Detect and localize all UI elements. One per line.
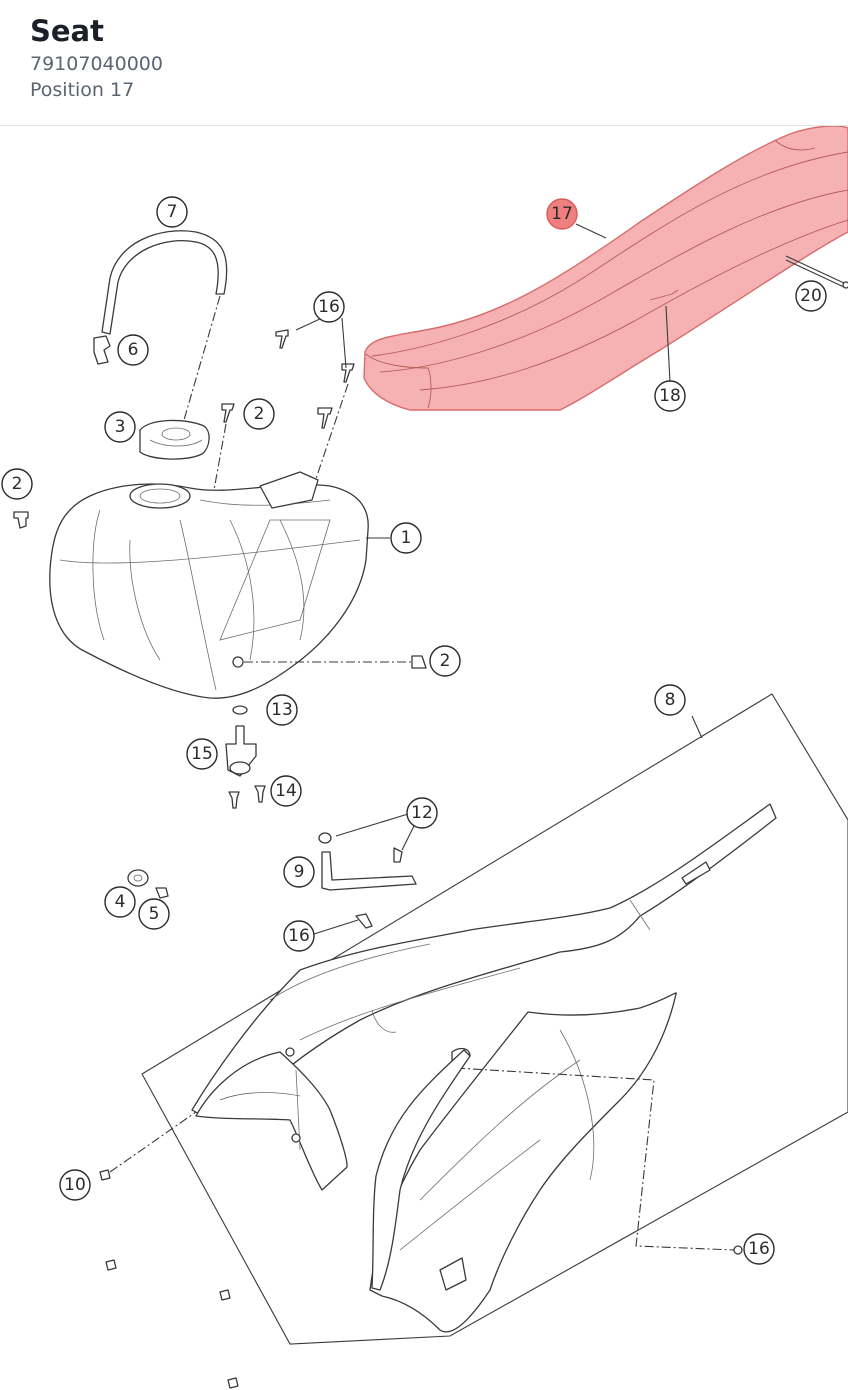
callout-15-label: 15 <box>191 744 213 764</box>
callout-20-label: 20 <box>800 286 822 306</box>
tank-fittings-parts <box>225 705 266 809</box>
number-plate-part <box>191 803 777 1117</box>
callout-14-label: 14 <box>275 781 297 801</box>
callout-2-tank-label: 2 <box>440 651 451 671</box>
seat-part-highlighted[interactable] <box>363 126 848 411</box>
diagram-canvas: 17 18 20 7 6 16 3 2 2 1 2 13 15 14 8 12 … <box>1 126 848 1389</box>
callout-4-label: 4 <box>115 892 126 912</box>
callout-16-bottom-label: 16 <box>748 1239 770 1259</box>
part-header: Seat 79107040000 Position 17 <box>0 0 848 126</box>
callout-12[interactable]: 12 <box>406 797 438 829</box>
fuel-tank-part <box>49 471 427 699</box>
callout-13[interactable]: 13 <box>266 694 298 726</box>
callout-3[interactable]: 3 <box>104 411 136 443</box>
callout-2-left[interactable]: 2 <box>1 468 33 500</box>
callout-13-label: 13 <box>271 700 293 720</box>
callout-16-top-label: 16 <box>318 297 340 317</box>
callout-6-label: 6 <box>128 340 139 360</box>
part-title: Seat <box>30 14 104 48</box>
callout-7-label: 7 <box>167 202 178 222</box>
vent-pipe-9-part <box>318 832 417 891</box>
hose-part <box>101 230 228 421</box>
inner-panel-part <box>371 1049 471 1291</box>
callout-16-mid[interactable]: 16 <box>283 920 315 952</box>
callout-3-label: 3 <box>115 417 126 437</box>
exploded-parts-diagram: 17 18 20 7 6 16 3 2 2 1 2 13 15 14 8 12 … <box>0 126 848 1390</box>
callout-20[interactable]: 20 <box>795 280 827 312</box>
callout-15[interactable]: 15 <box>186 738 218 770</box>
callout-7[interactable]: 7 <box>156 196 188 228</box>
callout-12-label: 12 <box>411 803 433 823</box>
callout-2-cap[interactable]: 2 <box>243 398 275 430</box>
callout-18-label: 18 <box>659 386 681 406</box>
screws-2-16-parts <box>13 329 355 529</box>
callout-18[interactable]: 18 <box>654 380 686 412</box>
right-side-panel-part <box>369 992 743 1333</box>
callout-1-label: 1 <box>401 528 412 548</box>
callout-16-top[interactable]: 16 <box>313 291 345 323</box>
callout-2-tank[interactable]: 2 <box>429 645 461 677</box>
callout-2-cap-label: 2 <box>254 404 265 424</box>
spacer-4-part <box>127 869 149 887</box>
callout-9-label: 9 <box>294 862 305 882</box>
callout-14[interactable]: 14 <box>270 775 302 807</box>
screw-5-part <box>155 887 169 899</box>
left-shroud-part <box>195 1047 348 1191</box>
loose-screws-parts <box>99 1111 239 1389</box>
part-position: Position 17 <box>30 79 135 101</box>
callout-8[interactable]: 8 <box>654 684 686 716</box>
connector-6-part <box>93 335 111 365</box>
callout-1[interactable]: 1 <box>390 522 422 554</box>
callout-5-label: 5 <box>149 904 160 924</box>
callouts: 17 18 20 7 6 16 3 2 2 1 2 13 15 14 8 12 … <box>1 196 827 1265</box>
screw-16-mid-part <box>355 913 373 929</box>
callout-6[interactable]: 6 <box>117 334 149 366</box>
side-panel-assembly-frame <box>141 693 848 1345</box>
callout-4[interactable]: 4 <box>104 886 136 918</box>
callout-2-left-label: 2 <box>12 474 23 494</box>
callout-8-label: 8 <box>665 690 676 710</box>
callout-17[interactable]: 17 <box>546 198 578 230</box>
bolt-20-part <box>785 255 848 289</box>
callout-17-label: 17 <box>551 204 573 224</box>
callout-9[interactable]: 9 <box>283 856 315 888</box>
callout-16-mid-label: 16 <box>288 926 310 946</box>
callout-10[interactable]: 10 <box>59 1169 91 1201</box>
fuel-cap-part <box>139 419 210 460</box>
callout-5[interactable]: 5 <box>138 898 170 930</box>
callout-10-label: 10 <box>64 1175 86 1195</box>
callout-16-bottom[interactable]: 16 <box>743 1233 775 1265</box>
part-number: 79107040000 <box>30 53 163 75</box>
leader-lines <box>295 223 703 935</box>
